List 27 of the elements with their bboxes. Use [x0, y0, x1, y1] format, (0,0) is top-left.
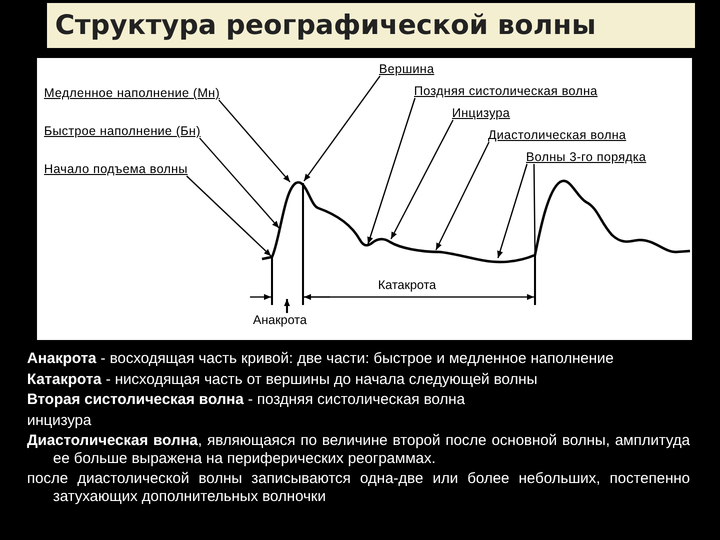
definition-text: Анакрота - восходящая часть кривой: две части: быстрое и медленное наполнение: [27, 350, 615, 368]
leader-line: [303, 76, 381, 182]
leader-line: [497, 164, 528, 258]
callout-label: Инцизура: [452, 106, 510, 120]
callout-label: Быстрое наполнение (Бн): [44, 124, 201, 138]
dimension-label: Катакрота: [378, 278, 436, 292]
callout-label: Поздняя систолическая волна: [414, 84, 598, 98]
callout-label: Волны 3-го порядка: [526, 150, 646, 164]
slide-title: Структура реографической волны: [47, 3, 695, 48]
leader-line: [367, 98, 416, 244]
rheogram-curve: [262, 180, 690, 264]
leader-line: [533, 164, 536, 254]
leader-line: [390, 120, 454, 240]
callout-label: Вершина: [379, 62, 434, 76]
definition-text: Вторая систолическая волна - поздняя систолическая волна: [27, 391, 466, 408]
callout-label: Начало подъема волны: [44, 162, 188, 176]
definition-text: инцизура: [27, 412, 92, 429]
leader-line: [186, 176, 272, 256]
definition-text: Диастолическая волна, являющаяся по величине второй после основной волны, амплитуда ее больше выражена на периферических реограммах.: [27, 432, 690, 467]
callout-label: Диастолическая волна: [488, 128, 626, 142]
definition-text: после диастолической волны записываются одна-две или более небольших, постепенно затухающих дополнительных волночки: [27, 470, 690, 505]
definition-text: Катакрота - нисходящая часть от вершины до начала следующей волны: [27, 370, 538, 388]
callout-label: Медленное наполнение (Мн): [44, 86, 220, 100]
leader-line: [199, 138, 280, 228]
dimension-label: Анакрота: [253, 313, 307, 327]
leader-line: [435, 142, 490, 250]
leader-line: [218, 100, 290, 182]
